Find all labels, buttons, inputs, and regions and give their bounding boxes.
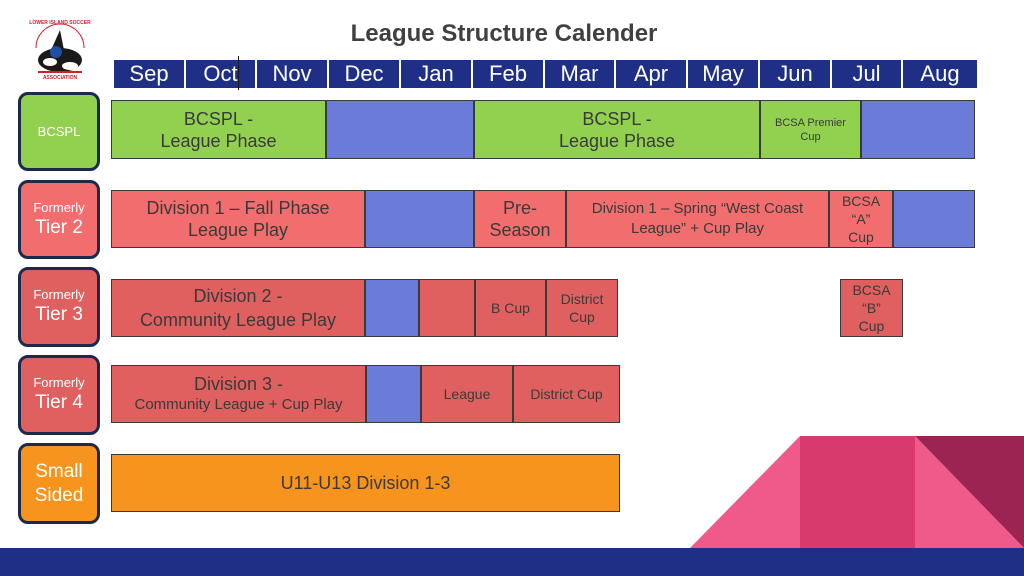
month-jul: Jul	[832, 60, 901, 88]
block-bcsa-a-cup: BCSA “A” Cup	[829, 190, 893, 248]
block-text: League Phase	[160, 130, 277, 151]
block-division-1-fall: Division 1 – Fall Phase League Play	[111, 190, 365, 248]
block-text: Division 2 -	[193, 286, 283, 306]
row-label-line1: Formerly	[33, 375, 85, 390]
row-label-tier-4: Formerly Tier 4	[18, 355, 100, 435]
association-logo: LOWER ISLAND SOCCER ASSOCIATION	[29, 20, 90, 82]
month-nov: Nov	[257, 60, 327, 88]
row-label-line2: Sided	[34, 484, 84, 506]
logo-text-bottom: ASSOCIATION	[42, 75, 78, 81]
block-text: B Cup	[491, 300, 530, 316]
logo-text-top: LOWER ISLAND SOCCER	[29, 20, 91, 26]
block-text: League	[443, 386, 491, 402]
row-label-small-sided: Small Sided	[18, 443, 100, 524]
block-text: BCSA	[841, 193, 881, 209]
month-may: May	[688, 60, 758, 88]
block-division-2-empty	[419, 279, 475, 337]
block-division-1-summer-break	[893, 190, 975, 248]
block-text: Division 1 – Spring “West Coast	[591, 200, 804, 217]
block-text: League” + Cup Play	[630, 220, 764, 237]
cursor-marker	[238, 56, 239, 90]
row-label-line1: Small	[35, 460, 83, 482]
month-apr: Apr	[616, 60, 686, 88]
block-bcspl-league-phase-fall: BCSPL - League Phase	[111, 100, 326, 159]
block-bcspl-break	[326, 100, 474, 159]
row-label-bcspl: BCSPL	[18, 92, 100, 171]
block-text: Cup	[800, 130, 821, 143]
block-text: Division 3 -	[193, 374, 284, 394]
row-label-line2: Tier 4	[35, 392, 83, 413]
row-label-line1: Formerly	[33, 287, 85, 302]
block-text: Pre-	[502, 198, 537, 218]
block-text: Cup	[848, 229, 874, 245]
block-u11-u13: U11-U13 Division 1-3	[111, 454, 620, 512]
month-aug: Aug	[903, 60, 977, 88]
block-text: League Phase	[558, 130, 676, 151]
block-text: Cup	[569, 309, 595, 325]
block-text: “A”	[851, 211, 871, 227]
month-oct: Oct	[186, 60, 255, 88]
block-text: BCSA Premier	[775, 116, 846, 129]
month-jun: Jun	[760, 60, 830, 88]
block-text: BCSPL -	[582, 108, 652, 129]
block-division-2: Division 2 - Community League Play	[111, 279, 365, 337]
row-label-line1: BCSPL	[37, 123, 81, 139]
block-division-2-break	[365, 279, 419, 337]
row-label-line1: Formerly	[33, 199, 85, 215]
row-label-line2: Tier 3	[35, 304, 83, 325]
row-label-tier-3: Formerly Tier 3	[18, 267, 100, 347]
block-bcsa-b-cup: BCSA “B” Cup	[840, 279, 903, 337]
block-text: BCSPL -	[183, 108, 254, 129]
block-b-cup: B Cup	[475, 279, 546, 337]
row-label-tier-2: Formerly Tier 2	[18, 180, 100, 259]
block-division-3-break	[366, 365, 421, 423]
block-text: Season	[489, 220, 551, 240]
block-text: Community League + Cup Play	[134, 396, 343, 413]
block-bcsa-premier-cup: BCSA Premier Cup	[760, 100, 861, 159]
block-text: U11-U13 Division 1-3	[280, 472, 451, 493]
orca-logo-icon	[35, 23, 85, 73]
block-district-cup-tier-3: District Cup	[546, 279, 618, 337]
page-title: League Structure Calender	[350, 20, 658, 47]
block-text: League Play	[187, 220, 289, 240]
block-text: BCSA	[852, 282, 891, 298]
block-bcspl-summer-break	[861, 100, 975, 159]
block-district-cup-tier-4: District Cup	[513, 365, 620, 423]
block-text: “B”	[862, 300, 881, 316]
row-label-line2: Tier 2	[35, 216, 83, 238]
block-text: Community League Play	[139, 310, 337, 330]
block-text: Cup	[858, 318, 885, 334]
month-sep: Sep	[114, 60, 184, 88]
block-text: District	[560, 291, 604, 307]
decorative-shapes	[680, 436, 1024, 548]
block-division-1-break	[365, 190, 474, 248]
block-text: Division 1 – Fall Phase	[146, 198, 330, 218]
block-division-3: Division 3 - Community League + Cup Play	[111, 365, 366, 423]
block-bcspl-league-phase-spring: BCSPL - League Phase	[474, 100, 760, 159]
footer-bar	[0, 548, 1024, 576]
month-dec: Dec	[329, 60, 399, 88]
block-league: League	[421, 365, 513, 423]
block-text: District Cup	[530, 386, 603, 402]
block-pre-season: Pre- Season	[474, 190, 566, 248]
block-division-1-spring: Division 1 – Spring “West Coast League” …	[566, 190, 829, 248]
month-jan: Jan	[401, 60, 471, 88]
month-feb: Feb	[473, 60, 543, 88]
month-mar: Mar	[545, 60, 614, 88]
